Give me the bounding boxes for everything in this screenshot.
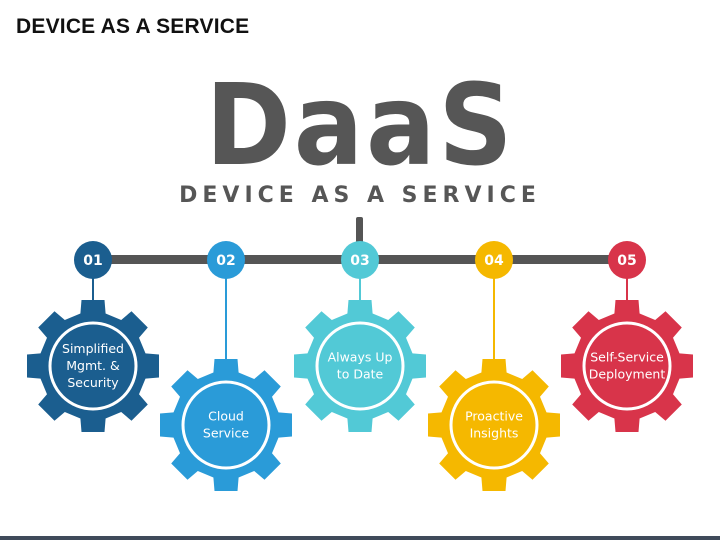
step-number-badge (475, 241, 513, 279)
gear-label: Insights (470, 426, 519, 441)
step-number-badge (207, 241, 245, 279)
gear-label: Cloud (208, 409, 244, 424)
step-3: Always Up to Date 03 (294, 241, 426, 432)
gear-label: Mgmt. & (66, 358, 120, 373)
gear-label: Always Up (328, 350, 393, 365)
step-number: 03 (350, 253, 369, 269)
step-number-badge (341, 241, 379, 279)
gear-white-ring (181, 380, 271, 470)
gear-label: Service (203, 426, 250, 441)
slide-title: DEVICE AS A SERVICE (16, 15, 250, 38)
gear-label: Simplified (62, 341, 124, 356)
step-number: 02 (216, 253, 235, 269)
hero-subtitle: DEVICE AS A SERVICE (179, 183, 541, 208)
gear-label: Self-Service (590, 350, 664, 365)
gear-white-ring (449, 380, 539, 470)
step-number-badge (74, 241, 112, 279)
gear-label: to Date (337, 367, 384, 382)
gear-label: Security (67, 375, 119, 390)
footer-bar (0, 536, 720, 540)
gear-white-ring (582, 321, 672, 411)
hero-heading: DaaS (0, 70, 720, 182)
gear-label: Deployment (589, 367, 666, 382)
gear-label: Proactive (465, 409, 523, 424)
daas-wordmark: DaaS (205, 61, 515, 191)
step-number: 05 (617, 253, 636, 269)
step-number-badge (608, 241, 646, 279)
step-number: 04 (484, 253, 504, 269)
gear-white-ring (48, 321, 138, 411)
step-number: 01 (83, 253, 102, 269)
gear-white-ring (315, 321, 405, 411)
